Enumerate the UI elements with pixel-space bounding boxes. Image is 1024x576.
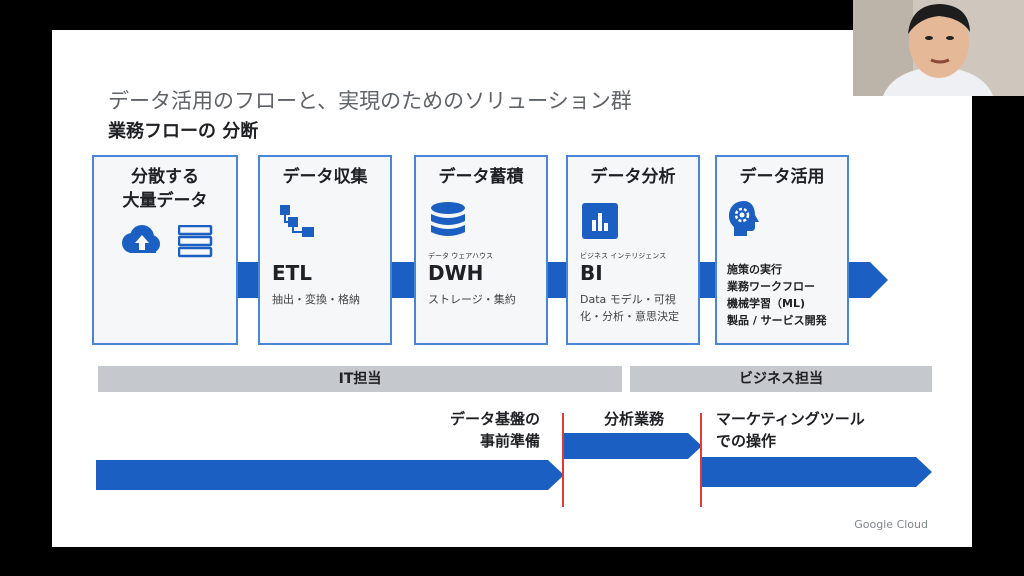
box-title: データ蓄積 bbox=[438, 167, 524, 187]
marketing-arrow bbox=[702, 457, 932, 487]
box-title: データ分析 bbox=[590, 167, 676, 187]
presenter-image bbox=[853, 0, 1024, 96]
use-item: 製品 / サービス開発 bbox=[727, 314, 827, 327]
google-cloud-logo: Google Cloud bbox=[854, 518, 928, 531]
use-item: 業務ワークフロー bbox=[727, 280, 815, 293]
box-description: Data モデル・可視 化・分析・意思決定 bbox=[580, 293, 679, 323]
box-data-analysis: データ分析 ビジネス インテリジェンス BI Data モデル・可視 化・分析・… bbox=[566, 155, 700, 345]
cloud-upload-icon bbox=[122, 225, 160, 253]
presentation-slide: データ活用のフローと、実現のためのソリューション群 業務フローの 分断 分散する… bbox=[52, 30, 972, 547]
box-title: データ活用 bbox=[739, 167, 825, 187]
box-data-storage: データ蓄積 データ ウェアハウス DWH ストレージ・集約 bbox=[414, 155, 548, 345]
box-title: データ収集 bbox=[282, 167, 368, 187]
bar-chart-icon bbox=[582, 203, 618, 239]
small-label: データ ウェアハウス bbox=[428, 252, 493, 260]
use-item: 機械学習（ML) bbox=[727, 297, 805, 310]
label-prep: データ基盤の 事前準備 bbox=[449, 410, 540, 450]
box-data-utilization: データ活用 施策の実行 業務ワークフロー 機械学習（ML) 製品 / サービス開… bbox=[715, 155, 849, 345]
box-data-collection: データ収集 ETL 抽出・変換・格納 bbox=[258, 155, 392, 345]
small-label: ビジネス インテリジェンス bbox=[580, 252, 667, 260]
database-icon bbox=[431, 202, 465, 236]
server-icon bbox=[178, 225, 213, 258]
label-analysis: 分析業務 bbox=[604, 410, 665, 428]
use-item: 施策の実行 bbox=[727, 263, 782, 276]
box-description: ストレージ・集約 bbox=[428, 293, 516, 306]
business-owner-bar: ビジネス担当 bbox=[630, 366, 932, 392]
analysis-arrow bbox=[564, 433, 702, 459]
box-description: 抽出・変換・格納 bbox=[272, 293, 360, 306]
slide-title: データ活用のフローと、実現のためのソリューション群 bbox=[108, 89, 632, 113]
divider-line bbox=[700, 413, 702, 507]
slide-subtitle: 業務フローの 分断 bbox=[108, 121, 259, 142]
acronym-etl: ETL bbox=[272, 261, 313, 285]
acronym-dwh: DWH bbox=[428, 261, 484, 285]
it-owner-bar: IT担当 bbox=[98, 366, 622, 392]
prep-arrow bbox=[96, 460, 564, 490]
divider-line bbox=[562, 413, 564, 507]
webcam-video bbox=[853, 0, 1024, 96]
use-list: 施策の実行 業務ワークフロー 機械学習（ML) 製品 / サービス開発 bbox=[727, 261, 827, 329]
etl-flow-icon bbox=[280, 205, 314, 237]
box-distributed-data: 分散する 大量データ bbox=[92, 155, 238, 345]
acronym-bi: BI bbox=[580, 261, 603, 285]
label-marketing: マーケティングツール での操作 bbox=[716, 410, 865, 450]
head-gear-icon bbox=[729, 201, 759, 236]
box-title: 分散する 大量データ bbox=[122, 167, 208, 211]
